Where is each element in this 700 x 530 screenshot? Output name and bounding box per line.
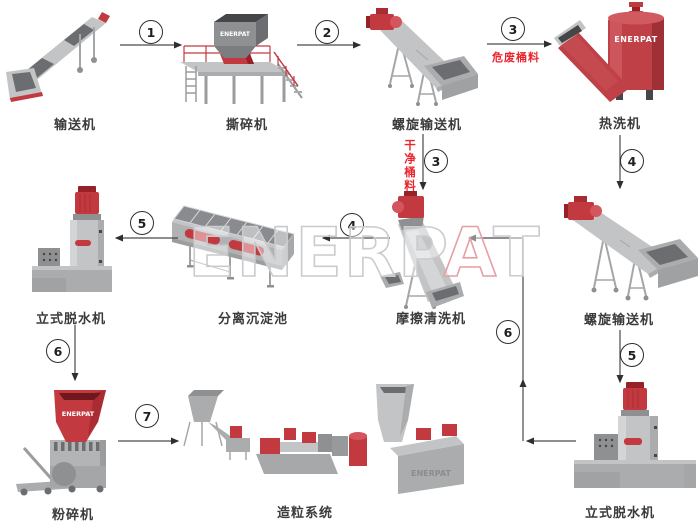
machine-dewater-right [570,378,700,504]
machine-friction-washer [360,190,474,318]
step-5-left-badge: 5 [130,211,154,235]
machine-conveyor [6,6,118,110]
step-6-left-badge: 6 [46,339,70,363]
tank-compartments [173,205,295,248]
inclined-pipe [554,20,630,102]
label-sedimentation-tank: 分离沉淀池 [217,312,289,327]
tall-hopper [376,384,414,442]
motor [392,191,424,230]
label-shredder: 撕碎机 [225,118,269,133]
step-4-left-badge: 4 [340,213,364,237]
shredder-illustration: ENERPAT [180,14,303,104]
feed-hopper-small [183,390,236,447]
motor [73,186,101,220]
dewatering-illustration [32,186,112,292]
machine-screw-conveyor-2 [560,192,700,308]
label-hot-washer: 热洗机 [598,117,642,132]
note-clean-material: 干净桶料 [403,139,417,193]
machine-shredder: ENERPAT [174,8,306,112]
stairs [273,51,303,99]
machine-pelletizer: ENERPAT [180,380,464,504]
step-1-badge: 1 [139,20,163,44]
machine-sedimentation-tank [172,194,320,298]
label-screw-conveyor-1: 螺旋输送机 [391,118,463,133]
machine-crusher: ENERPAT [14,384,120,504]
vent-slots [54,442,100,451]
step-2-badge: 2 [315,20,339,44]
friction-washer-illustration [380,191,464,309]
flow-arrow-6-right-path [467,234,576,445]
platform-legs [185,66,286,104]
step-3-clean-badge: 3 [424,149,448,173]
step-3-badge: 3 [501,17,525,41]
feed-hopper [54,390,106,442]
machine-screw-conveyor-1 [366,4,482,112]
label-friction-washer: 摩擦清洗机 [395,312,467,327]
dewatering-illustration [574,382,696,488]
screw-conveyor-illustration [564,196,698,301]
step-5-right-badge: 5 [620,343,644,367]
vertical-motor [349,432,367,466]
step-6-right-badge: 6 [496,320,520,344]
label-dewater-right: 立式脱水机 [584,506,656,521]
drive-motor [366,8,402,30]
label-dewater-left: 立式脱水机 [35,312,107,327]
hot-washer-illustration: ENERPAT [554,2,664,102]
label-pelletizer: 造粒系统 [276,506,334,521]
machine-dewater-left [28,182,116,306]
crusher-illustration: ENERPAT [16,390,106,496]
sedimentation-tank-illustration [172,205,295,288]
pelletizer-brand-text: ENERPAT [411,469,451,478]
pelletizer-illustration: ENERPAT [183,384,464,494]
label-crusher: 粉碎机 [51,508,95,523]
step-7-badge: 7 [135,404,159,428]
label-screw-conveyor-2: 螺旋输送机 [583,313,655,328]
drive-motor [564,196,602,220]
screw-conveyor-illustration [366,8,478,106]
motor [621,382,649,416]
step-4-right-badge: 4 [620,149,644,173]
note-hazardous-material: 危废桶料 [492,51,540,64]
conveyor-illustration [6,12,110,102]
crusher-brand-text: ENERPAT [62,410,95,418]
tank-legs [189,244,271,286]
machine-hot-washer: ENERPAT [554,0,668,112]
label-conveyor: 输送机 [53,118,97,133]
hot-washer-brand-text: ENERPAT [614,35,657,44]
shredder-brand-text: ENERPAT [220,31,251,38]
